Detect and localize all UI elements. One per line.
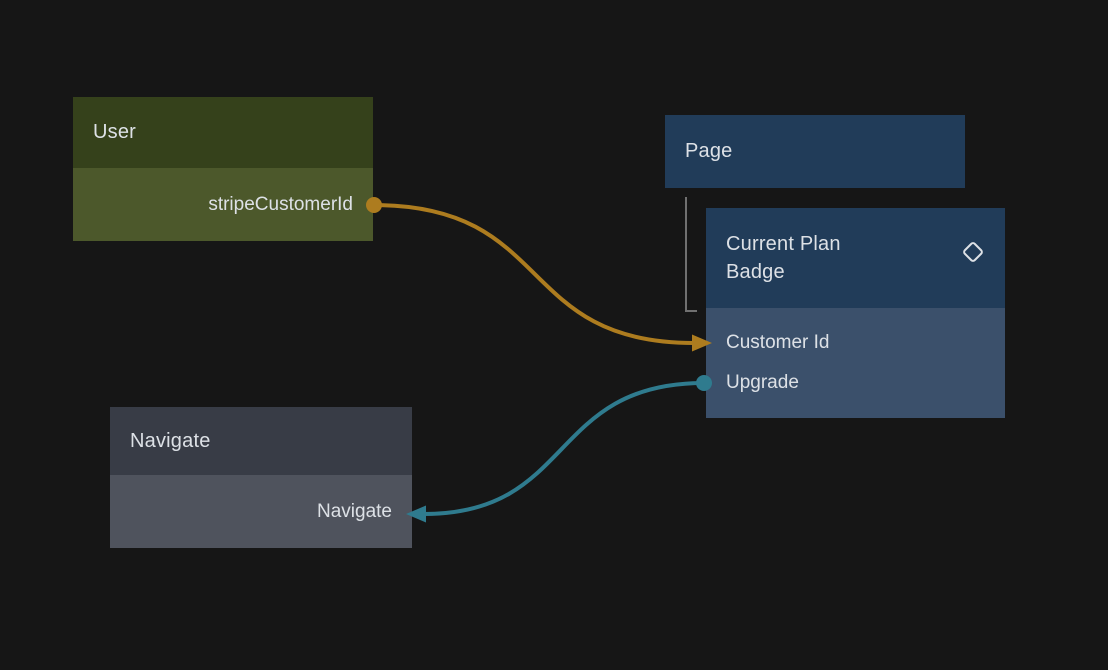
port-upgrade-output[interactable] <box>696 375 712 391</box>
input-label: Customer Id <box>726 332 830 353</box>
output-label: stripeCustomerId <box>208 193 353 215</box>
port-stripecustomerid-output[interactable] <box>366 197 382 213</box>
hierarchy-tree-line <box>685 197 697 312</box>
input-label: Navigate <box>317 500 392 522</box>
edge-upgrade-to-navigate[interactable] <box>422 381 706 516</box>
node-user-output-stripecustomerid[interactable]: stripeCustomerId <box>73 168 373 241</box>
node-page[interactable]: Page <box>665 115 965 188</box>
node-current-plan-badge-title: Current Plan Badge <box>726 233 841 283</box>
node-current-plan-badge-body: Customer Id Upgrade <box>706 308 1005 418</box>
node-current-plan-badge[interactable]: Current Plan Badge Customer Id Upgrade <box>706 208 1005 418</box>
node-navigate-header[interactable]: Navigate <box>110 407 412 475</box>
node-user-header[interactable]: User <box>73 97 373 168</box>
node-navigate[interactable]: Navigate Navigate <box>110 407 412 548</box>
node-user[interactable]: User stripeCustomerId <box>73 97 373 241</box>
node-current-plan-badge-input-customer-id[interactable]: Customer Id <box>706 323 1005 363</box>
edge-stripecustomerid-to-customerid[interactable] <box>372 203 696 345</box>
node-user-title: User <box>93 121 137 143</box>
node-navigate-title: Navigate <box>130 429 211 452</box>
diamond-icon <box>963 242 983 262</box>
input-label: Upgrade <box>726 372 799 393</box>
node-page-header[interactable]: Page <box>665 115 965 188</box>
node-navigate-input-navigate[interactable]: Navigate <box>110 475 412 548</box>
node-current-plan-badge-input-upgrade[interactable]: Upgrade <box>706 363 1005 403</box>
node-current-plan-badge-header[interactable]: Current Plan Badge <box>706 208 1005 308</box>
node-page-title: Page <box>685 140 733 162</box>
